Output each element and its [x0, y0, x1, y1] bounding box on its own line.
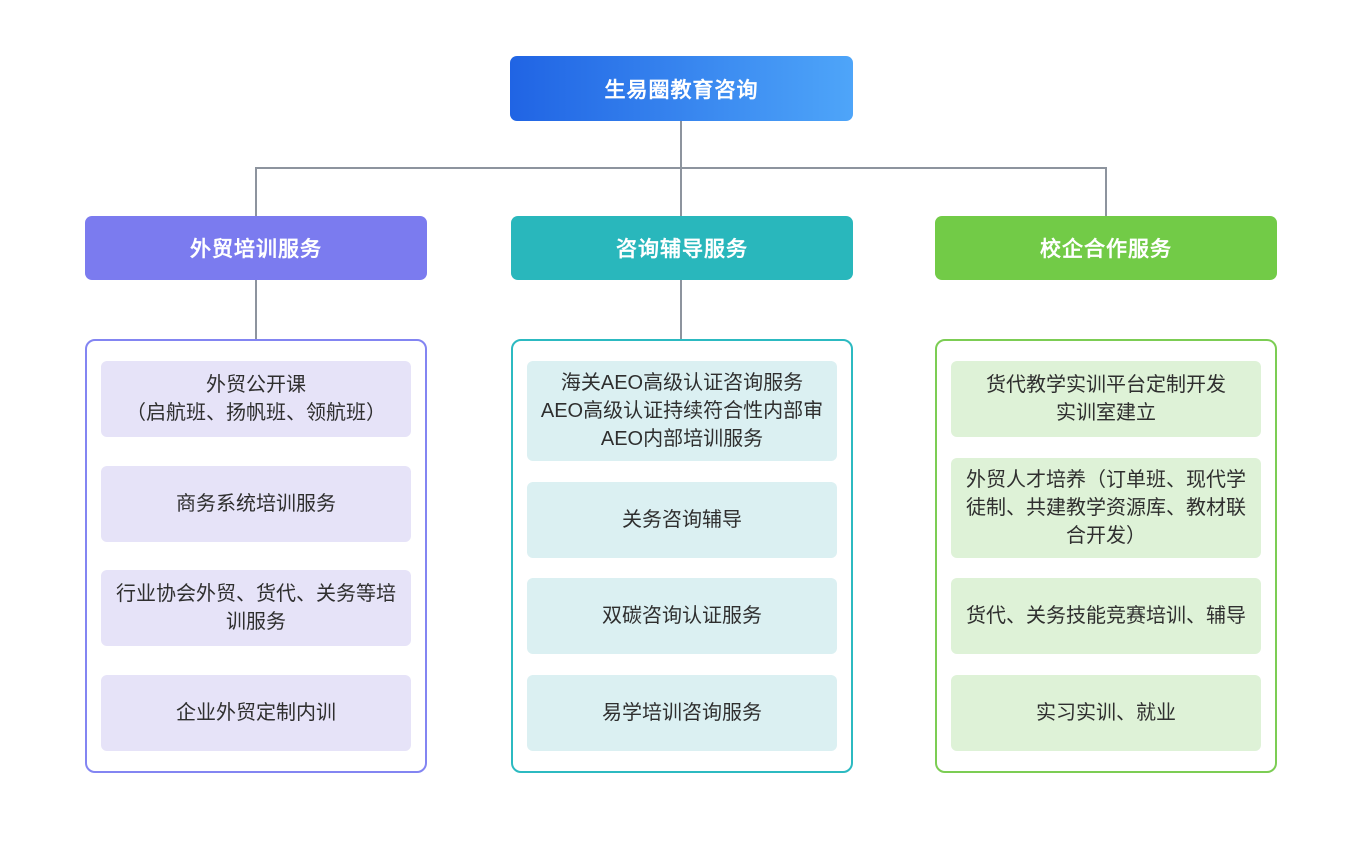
branch-header-school-enterprise: 校企合作服务: [935, 216, 1277, 280]
connector-left-header-to-group: [255, 280, 257, 339]
connector-branch-left: [255, 167, 257, 216]
branch-item: 货代、关务技能竞赛培训、辅导: [951, 578, 1261, 655]
branch-item: 实习实训、就业: [951, 674, 1261, 751]
branch-item: 外贸公开课 （启航班、扬帆班、领航班）: [101, 361, 411, 437]
connector-branch-right: [1105, 167, 1107, 216]
connector-root-down: [680, 121, 682, 168]
connector-middle-header-to-group: [680, 280, 682, 339]
item-group-school-enterprise: 货代教学实训平台定制开发 实训室建立 外贸人才培养（订单班、现代学徒制、共建教学…: [935, 339, 1277, 773]
branch-item: 关务咨询辅导: [527, 481, 837, 558]
branch-item: 双碳咨询认证服务: [527, 578, 837, 655]
branch-item: 易学培训咨询服务: [527, 674, 837, 751]
branch-item: 货代教学实训平台定制开发 实训室建立: [951, 361, 1261, 437]
branch-header-label: 校企合作服务: [1040, 238, 1172, 261]
branch-header-label: 咨询辅导服务: [616, 238, 748, 261]
branch-item: 行业协会外贸、货代、关务等培训服务: [101, 570, 411, 647]
item-group-foreign-trade-training: 外贸公开课 （启航班、扬帆班、领航班） 商务系统培训服务 行业协会外贸、货代、关…: [85, 339, 427, 773]
branch-item: 商务系统培训服务: [101, 465, 411, 542]
branch-header-consulting-coaching: 咨询辅导服务: [511, 216, 853, 280]
root-node: 生易圈教育咨询: [510, 56, 853, 121]
item-group-consulting-coaching: 海关AEO高级认证咨询服务 AEO高级认证持续符合性内部审 AEO内部培训服务 …: [511, 339, 853, 773]
branch-header-label: 外贸培训服务: [190, 238, 322, 261]
branch-item: 外贸人才培养（订单班、现代学徒制、共建教学资源库、教材联合开发）: [951, 457, 1261, 558]
root-node-label: 生易圈教育咨询: [604, 78, 759, 102]
branch-header-foreign-trade-training: 外贸培训服务: [85, 216, 427, 280]
branch-item: 海关AEO高级认证咨询服务 AEO高级认证持续符合性内部审 AEO内部培训服务: [527, 361, 837, 461]
connector-branch-middle: [680, 167, 682, 216]
branch-item: 企业外贸定制内训: [101, 674, 411, 751]
